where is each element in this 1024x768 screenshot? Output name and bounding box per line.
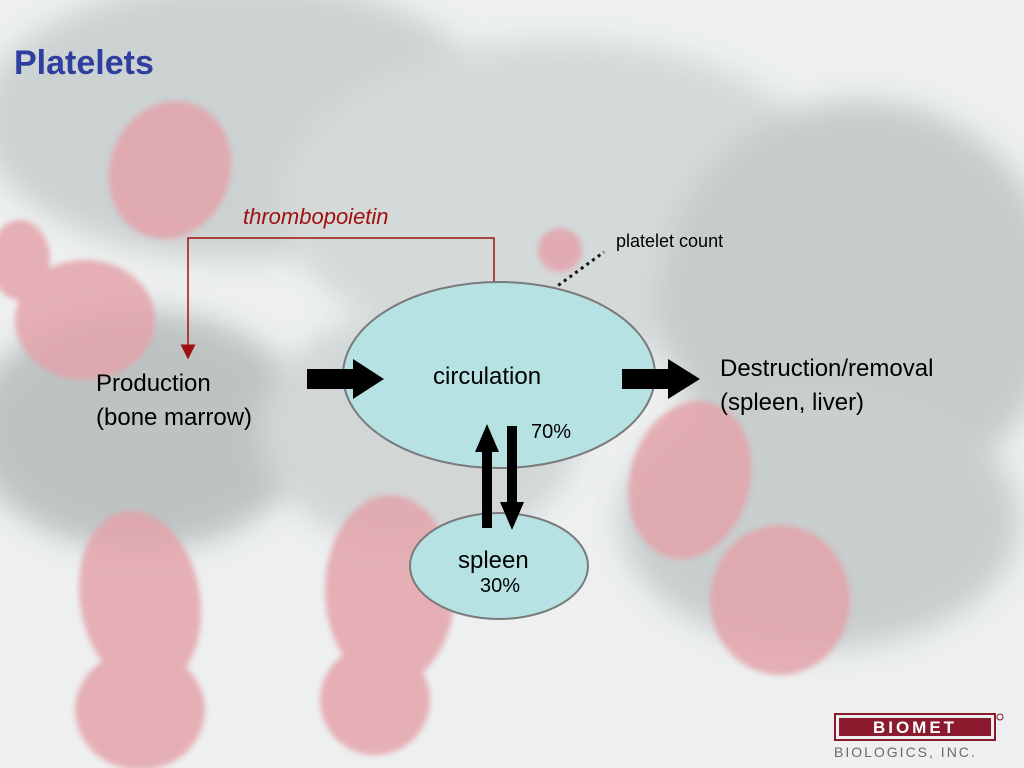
destruction-line2: (spleen, liver) [720, 389, 865, 416]
spleen-percent: 30% [480, 575, 521, 597]
platelet-count-label: platelet count [616, 231, 724, 251]
spleen-label: spleen [458, 547, 529, 574]
spleen-to-circulation-arrow [475, 424, 499, 528]
spleen-node [409, 512, 589, 620]
logo-mark: BIOMET [873, 718, 957, 737]
production-line1: Production [96, 370, 211, 397]
circulation-to-destruction-arrow [622, 359, 700, 399]
production-line2: (bone marrow) [96, 404, 253, 431]
production-to-circulation-arrow [307, 359, 384, 399]
circulation-to-spleen-arrow [500, 426, 524, 530]
biomet-logo: BIOMET [834, 713, 1004, 741]
thrombopoietin-label: thrombopoietin [243, 204, 389, 229]
circulation-label: circulation [433, 363, 542, 390]
thrombopoietin-feedback-line [180, 237, 495, 360]
circulation-percent: 70% [531, 421, 572, 443]
destruction-line1: Destruction/removal [720, 355, 934, 382]
production-label: Production (bone marrow) [96, 367, 252, 435]
logo-company-name: BIOLOGICS, INC. [834, 744, 977, 760]
destruction-label: Destruction/removal (spleen, liver) [720, 352, 933, 420]
slide-title: Platelets [14, 44, 154, 82]
